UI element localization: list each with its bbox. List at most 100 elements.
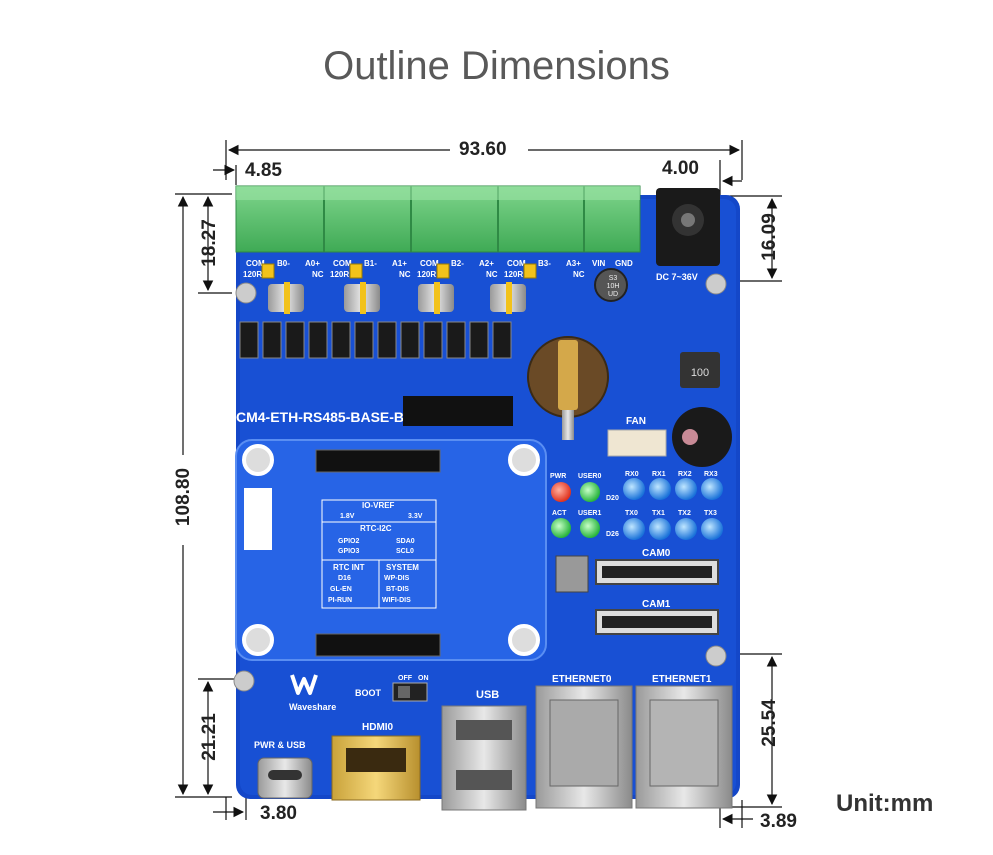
svg-text:BOOT: BOOT (355, 688, 382, 698)
led-rx0 (623, 478, 645, 500)
led-user1 (580, 518, 600, 538)
usb-label: USB (476, 689, 499, 701)
t2-b: B2- (451, 259, 464, 268)
t1-nc: NC (399, 270, 411, 279)
led-tx0 (623, 518, 645, 540)
cam0-label: CAM0 (642, 548, 671, 559)
svg-text:PWR: PWR (550, 473, 566, 480)
label-pad (244, 488, 272, 550)
eth1-label: ETHERNET1 (652, 674, 712, 685)
cap-label: S3 10H UD (607, 275, 620, 298)
svg-text:USER1: USER1 (578, 510, 601, 517)
t3-b: B3- (538, 259, 551, 268)
svg-text:BT-DIS: BT-DIS (386, 586, 409, 593)
svg-text:GPIO2: GPIO2 (338, 538, 360, 545)
cm4-connector-top (315, 449, 441, 473)
t0-b: B0- (277, 259, 290, 268)
svg-text:USER0: USER0 (578, 473, 601, 480)
hdmi-label: HDMI0 (362, 722, 394, 733)
svg-text:3.3V: 3.3V (408, 513, 423, 520)
svg-text:S3: S3 (609, 275, 618, 282)
svg-text:GL-EN: GL-EN (330, 586, 352, 593)
led-rx3 (701, 478, 723, 500)
svg-text:RX1: RX1 (652, 471, 666, 478)
t3-a: A3+ (566, 259, 581, 268)
t0-120r: 120R (243, 270, 262, 279)
dim-width: 93.60 (459, 139, 507, 160)
small-ic (555, 555, 589, 593)
dim-left-top: 18.27 (199, 219, 220, 267)
pwr-usb-label: PWR & USB (254, 740, 306, 750)
svg-text:TX0: TX0 (625, 510, 638, 517)
led-tx3 (701, 518, 723, 540)
unit-label: Unit:mm (836, 790, 934, 817)
svg-text:RX2: RX2 (678, 471, 692, 478)
board-model-label: CM4-ETH-RS485-BASE-B (236, 409, 404, 425)
svg-text:ON: ON (418, 675, 429, 682)
t3-120r: 120R (504, 270, 523, 279)
fan-connector (607, 429, 667, 457)
config-panel: IO-VREF 1.8V 3.3V RTC-I2C GPIO2 GPIO3 SD… (321, 499, 437, 609)
svg-text:RX0: RX0 (625, 471, 639, 478)
rtc-battery-holder (527, 336, 609, 440)
led-user0 (580, 482, 600, 502)
t1-b: B1- (364, 259, 377, 268)
electrolytic-cap (594, 268, 628, 302)
brand-logo: Waveshare (289, 674, 336, 712)
svg-text:Waveshare: Waveshare (289, 702, 336, 712)
dim-bottom-right: 3.89 (760, 811, 797, 832)
svg-text:WP-DIS: WP-DIS (384, 575, 410, 582)
jumpers (261, 263, 537, 279)
svg-text:TX2: TX2 (678, 510, 691, 517)
led-labels: PWR USER0 ACT USER1 D20 D26 RX0 RX1 RX2 … (550, 471, 718, 538)
terminal-labels: COM B0- A0+ 120R NC COM B1- A1+ 120R NC … (243, 259, 698, 282)
svg-text:PI-RUN: PI-RUN (328, 597, 352, 604)
svg-text:SYSTEM: SYSTEM (386, 563, 419, 572)
terminal-blocks (235, 185, 641, 253)
dim-dc-offset: 4.00 (662, 158, 699, 179)
svg-text:SDA0: SDA0 (396, 538, 415, 545)
t2-a: A2+ (479, 259, 494, 268)
t2-120r: 120R (417, 270, 436, 279)
svg-text:OFF: OFF (398, 675, 413, 682)
svg-text:UD: UD (608, 291, 618, 298)
led-panel (551, 478, 723, 540)
svg-text:RX3: RX3 (704, 471, 718, 478)
svg-text:GPIO3: GPIO3 (338, 548, 360, 555)
t3-com: COM (507, 259, 526, 268)
t0-a: A0+ (305, 259, 320, 268)
svg-text:1.8V: 1.8V (340, 513, 355, 520)
inductor (680, 352, 720, 388)
cam1-label: CAM1 (642, 599, 671, 610)
mounting-holes (233, 273, 727, 692)
svg-text:10H: 10H (607, 283, 620, 290)
t2-com: COM (420, 259, 439, 268)
boot-labels: BOOT OFF ON (355, 675, 429, 698)
dim-bottom-left: 3.80 (260, 803, 297, 824)
led-act (551, 518, 571, 538)
vin-label: VIN (592, 259, 606, 268)
led-tx1 (649, 518, 671, 540)
gnd-label: GND (615, 259, 633, 268)
t1-120r: 120R (330, 270, 349, 279)
t1-com: COM (333, 259, 352, 268)
svg-text:D16: D16 (338, 575, 351, 582)
dim-right-top: 16.09 (759, 213, 780, 261)
led-rx1 (649, 478, 671, 500)
led-tx2 (675, 518, 697, 540)
svg-text:RTC-I2C: RTC-I2C (360, 524, 392, 533)
dc-range-label: DC 7~36V (656, 272, 698, 282)
buzzer (672, 407, 732, 467)
svg-text:TX1: TX1 (652, 510, 665, 517)
t2-nc: NC (486, 270, 498, 279)
ic-chip (403, 396, 513, 426)
svg-text:D26: D26 (606, 531, 619, 538)
t0-nc: NC (312, 270, 324, 279)
t1-a: A1+ (392, 259, 407, 268)
t0-com: COM (246, 259, 265, 268)
svg-text:D20: D20 (606, 495, 619, 502)
svg-text:RTC INT: RTC INT (333, 563, 365, 572)
dim-terminal-offset: 4.85 (245, 160, 282, 181)
svg-text:ACT: ACT (552, 510, 567, 517)
svg-text:SCL0: SCL0 (396, 548, 414, 555)
